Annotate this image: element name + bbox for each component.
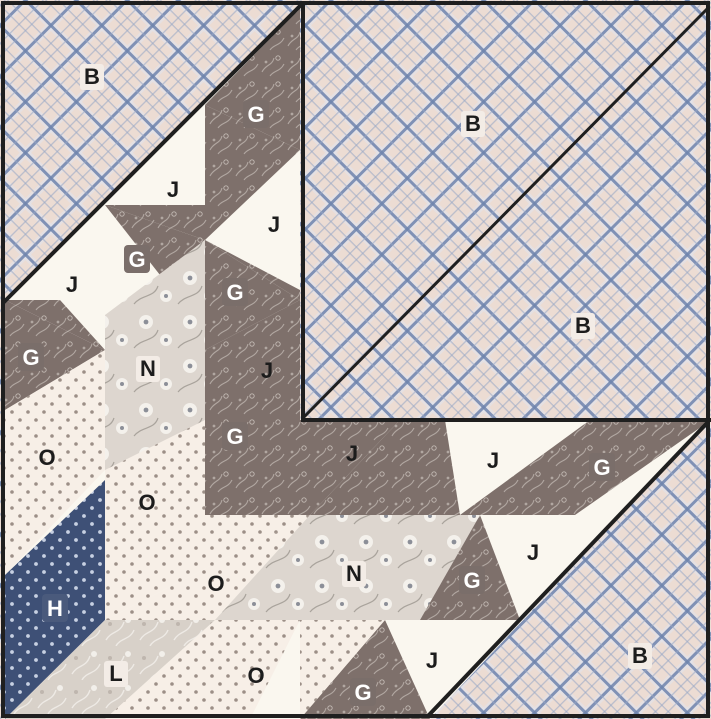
label-b4-text: B bbox=[632, 643, 648, 668]
label-g5: G bbox=[222, 422, 248, 450]
label-g4: G bbox=[18, 343, 44, 371]
label-b1: B bbox=[80, 64, 104, 90]
label-b2: B bbox=[461, 111, 485, 137]
label-j1: J bbox=[167, 177, 179, 202]
label-g6: G bbox=[589, 453, 615, 481]
label-b3: B bbox=[571, 313, 595, 339]
label-g1-text: G bbox=[247, 102, 264, 127]
label-g7-text: G bbox=[463, 568, 480, 593]
label-n2: N bbox=[342, 561, 366, 587]
label-b2-text: B bbox=[465, 111, 481, 136]
label-b3-text: B bbox=[575, 313, 591, 338]
label-g3: G bbox=[222, 278, 248, 306]
label-b1-text: B bbox=[84, 64, 100, 89]
label-g3-text: G bbox=[226, 280, 243, 305]
label-g1: G bbox=[243, 100, 269, 128]
label-o3: O bbox=[207, 571, 224, 596]
label-j5: J bbox=[346, 441, 358, 466]
label-l1-text: L bbox=[109, 661, 122, 686]
label-j6: J bbox=[487, 448, 499, 473]
label-n1: N bbox=[136, 356, 160, 382]
label-j3: J bbox=[66, 272, 78, 297]
label-n1-text: N bbox=[140, 356, 156, 381]
label-g6-text: G bbox=[593, 455, 610, 480]
label-j2: J bbox=[268, 212, 280, 237]
label-o2: O bbox=[138, 490, 155, 515]
label-b4: B bbox=[628, 643, 652, 669]
label-g4-text: G bbox=[22, 345, 39, 370]
label-g2: G bbox=[124, 245, 150, 273]
label-h1-text: H bbox=[47, 596, 63, 621]
label-g5-text: G bbox=[226, 424, 243, 449]
label-h1: H bbox=[42, 594, 68, 622]
label-j8: J bbox=[426, 648, 438, 673]
label-j7: J bbox=[527, 540, 539, 565]
label-g8-text: G bbox=[354, 680, 371, 705]
label-o1: O bbox=[38, 445, 55, 470]
label-j4: J bbox=[261, 358, 273, 383]
label-g7: G bbox=[459, 566, 485, 594]
label-g2-text: G bbox=[128, 247, 145, 272]
label-l1: L bbox=[104, 661, 128, 687]
label-n2-text: N bbox=[346, 561, 362, 586]
label-o4: O bbox=[247, 663, 264, 688]
label-g8: G bbox=[350, 678, 376, 706]
